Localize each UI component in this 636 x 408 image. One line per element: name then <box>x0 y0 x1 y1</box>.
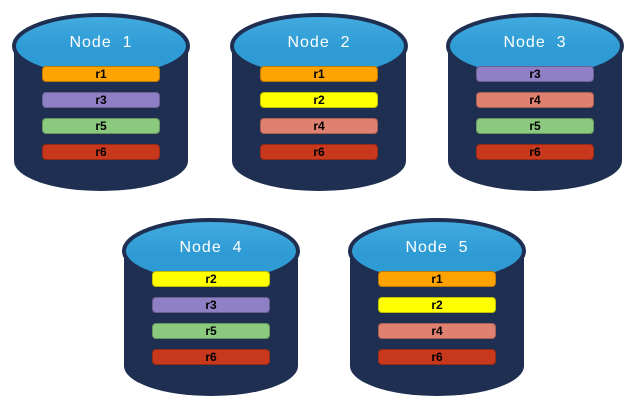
database-node-1: Node 1 r1 r3 r5 r6 <box>12 12 190 194</box>
replica-bar-r3: r3 <box>476 66 594 82</box>
replica-bar-r2: r2 <box>378 297 496 313</box>
replica-bar-r1: r1 <box>42 66 160 82</box>
node-title: Node 5 <box>405 239 469 256</box>
node-title: Node 4 <box>179 239 243 256</box>
replica-bar-list: r2 r3 r5 r6 <box>152 271 270 375</box>
replica-bar-list: r1 r3 r5 r6 <box>42 66 160 170</box>
replica-bar-r1: r1 <box>260 66 378 82</box>
replica-bar-r2: r2 <box>152 271 270 287</box>
replica-bar-r2: r2 <box>260 92 378 108</box>
replica-bar-list: r1 r2 r4 r6 <box>378 271 496 375</box>
replica-bar-r6: r6 <box>42 144 160 160</box>
database-node-3: Node 3 r3 r4 r5 r6 <box>446 12 624 194</box>
replica-bar-r6: r6 <box>152 349 270 365</box>
node-title: Node 2 <box>287 34 351 51</box>
database-node-4: Node 4 r2 r3 r5 r6 <box>122 217 300 399</box>
replica-bar-list: r3 r4 r5 r6 <box>476 66 594 170</box>
node-title: Node 3 <box>503 34 567 51</box>
replica-bar-r1: r1 <box>378 271 496 287</box>
replica-bar-r4: r4 <box>476 92 594 108</box>
replica-bar-r4: r4 <box>260 118 378 134</box>
database-node-2: Node 2 r1 r2 r4 r6 <box>230 12 408 194</box>
replica-bar-r3: r3 <box>152 297 270 313</box>
replica-bar-r6: r6 <box>476 144 594 160</box>
replica-bar-r5: r5 <box>476 118 594 134</box>
replica-bar-r4: r4 <box>378 323 496 339</box>
node-title: Node 1 <box>69 34 133 51</box>
replica-bar-r5: r5 <box>152 323 270 339</box>
replica-bar-r6: r6 <box>378 349 496 365</box>
database-node-5: Node 5 r1 r2 r4 r6 <box>348 217 526 399</box>
replica-bar-r3: r3 <box>42 92 160 108</box>
replica-bar-r6: r6 <box>260 144 378 160</box>
replica-bar-list: r1 r2 r4 r6 <box>260 66 378 170</box>
replica-bar-r5: r5 <box>42 118 160 134</box>
